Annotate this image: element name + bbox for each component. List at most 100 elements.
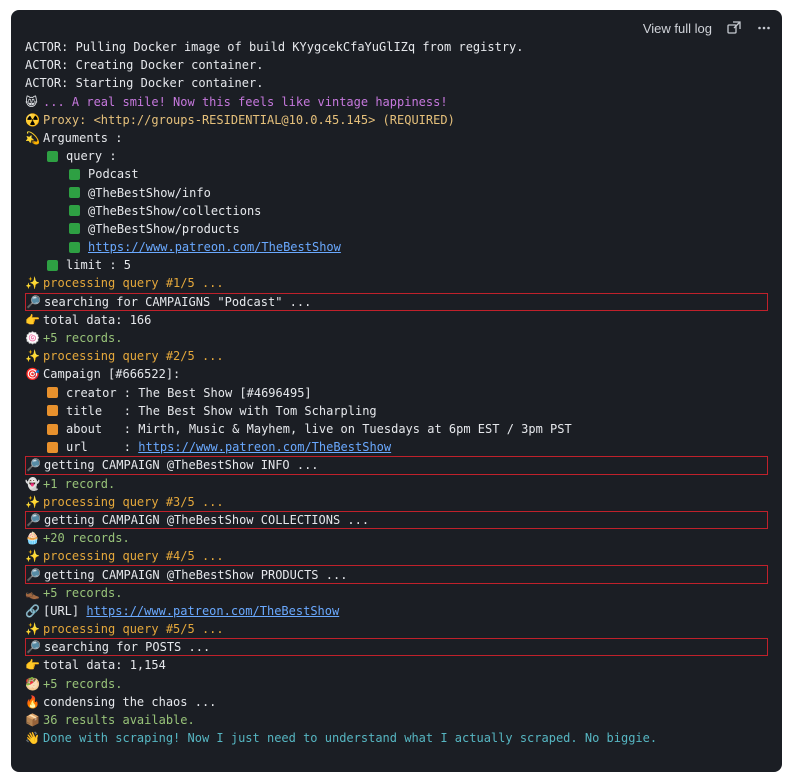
green-square-icon (69, 205, 80, 217)
log-line: 👞+5 records. (25, 584, 768, 602)
log-text: Campaign [#666522]: (43, 367, 181, 382)
log-emoji-icon: 🔎 (26, 567, 41, 582)
log-text: ... A real smile! Now this feels like vi… (43, 94, 448, 109)
log-text: ACTOR: Creating Docker container. (25, 58, 264, 73)
log-line: ☢️Proxy: <http://groups-RESIDENTIAL@10.0… (25, 111, 768, 129)
log-line: ✨processing query #1/5 ... (25, 274, 768, 292)
log-text: Done with scraping! Now I just need to u… (43, 731, 658, 746)
expand-icon[interactable] (726, 20, 742, 36)
log-text: +20 records. (43, 531, 130, 546)
orange-square-icon (47, 387, 58, 399)
log-line: 👉total data: 166 (25, 311, 768, 329)
log-text: ACTOR: Starting Docker container. (25, 76, 264, 91)
log-line: @TheBestShow/info (25, 184, 768, 202)
log-line: ACTOR: Creating Docker container. (25, 56, 768, 74)
log-line: 📦36 results available. (25, 711, 768, 729)
log-line: url : https://www.patreon.com/TheBestSho… (25, 438, 768, 456)
log-emoji-icon: 👉 (25, 658, 40, 673)
log-line: Podcast (25, 165, 768, 183)
highlighted-log-line: 🔎getting CAMPAIGN @TheBestShow INFO ... (25, 456, 768, 475)
log-emoji-icon: 🍥 (25, 331, 40, 345)
log-line: 🎯Campaign [#666522]: (25, 365, 768, 383)
log-text: getting CAMPAIGN @TheBestShow COLLECTION… (44, 512, 370, 527)
log-emoji-icon: ✨ (25, 622, 40, 636)
log-emoji-icon: 👉 (25, 312, 40, 327)
log-text: +5 records. (43, 676, 123, 691)
log-line: https://www.patreon.com/TheBestShow (25, 238, 768, 256)
log-text: Arguments : (43, 130, 123, 145)
log-emoji-icon: ✨ (25, 494, 40, 509)
log-text: about : Mirth, Music & Mayhem, live on T… (66, 421, 572, 436)
log-emoji-icon: 👞 (25, 585, 40, 600)
log-output: ACTOR: Pulling Docker image of build KYy… (25, 38, 768, 747)
green-square-icon (69, 241, 80, 253)
log-emoji-icon: 🔎 (26, 458, 41, 473)
log-text: searching for CAMPAIGNS "Podcast" ... (44, 294, 312, 309)
log-text: processing query #5/5 ... (43, 622, 224, 636)
log-emoji-icon: 🧁 (25, 531, 40, 546)
log-line: 👻+1 record. (25, 475, 768, 493)
log-emoji-icon: 🔥 (25, 694, 40, 709)
log-link[interactable]: https://www.patreon.com/TheBestShow (88, 240, 341, 255)
highlighted-log-line: 🔎getting CAMPAIGN @TheBestShow PRODUCTS … (25, 565, 768, 584)
log-line: 🍥+5 records. (25, 329, 768, 347)
log-text: @TheBestShow/collections (88, 203, 262, 218)
log-text: getting CAMPAIGN @TheBestShow INFO ... (44, 458, 319, 473)
log-link[interactable]: https://www.patreon.com/TheBestShow (138, 440, 392, 455)
log-text: Proxy: <http://groups-RESIDENTIAL@10.0.4… (43, 112, 455, 127)
log-line: ✨processing query #2/5 ... (25, 347, 768, 365)
green-square-icon (69, 187, 80, 199)
log-line: 🧁+20 records. (25, 529, 768, 547)
log-text: getting CAMPAIGN @TheBestShow PRODUCTS .… (44, 567, 348, 582)
log-emoji-icon: ✨ (25, 349, 40, 364)
log-text: creator : The Best Show [#4696495] (66, 385, 312, 400)
log-line: title : The Best Show with Tom Scharplin… (25, 402, 768, 420)
log-text: +1 record. (43, 476, 116, 491)
log-line: ACTOR: Starting Docker container. (25, 74, 768, 92)
log-emoji-icon: 📦 (25, 712, 40, 727)
log-line: 🔥condensing the chaos ... (25, 693, 768, 711)
log-text: Podcast (88, 167, 139, 182)
log-text: total data: 1,154 (43, 658, 166, 673)
green-square-icon (69, 168, 80, 180)
green-square-icon (47, 150, 58, 162)
log-text: limit : 5 (66, 258, 132, 273)
log-line: query : (25, 147, 768, 165)
log-text: +5 records. (43, 585, 123, 600)
log-emoji-icon: 🔎 (26, 294, 41, 309)
log-emoji-icon: ✨ (25, 549, 40, 564)
log-text: query : (66, 149, 117, 164)
view-full-log-button[interactable]: View full log (642, 20, 712, 36)
log-line: creator : The Best Show [#4696495] (25, 384, 768, 402)
log-emoji-icon: ☢️ (25, 112, 40, 127)
log-text: processing query #2/5 ... (43, 349, 224, 364)
log-line: 💫Arguments : (25, 129, 768, 147)
more-icon[interactable] (756, 20, 772, 36)
log-line: 🔗[URL] https://www.patreon.com/TheBestSh… (25, 602, 768, 620)
log-emoji-icon: 🥙 (25, 676, 40, 691)
log-line: ACTOR: Pulling Docker image of build KYy… (25, 38, 768, 56)
green-square-icon (69, 223, 80, 235)
log-line: ✨processing query #3/5 ... (25, 493, 768, 511)
orange-square-icon (47, 423, 58, 435)
log-panel: View full log ACTOR: Pulling Docker imag… (11, 10, 782, 772)
log-link[interactable]: https://www.patreon.com/TheBestShow (86, 603, 340, 618)
log-line: 🥙+5 records. (25, 675, 768, 693)
log-toolbar: View full log (643, 16, 772, 40)
log-emoji-icon: ✨ (25, 276, 40, 291)
log-text: processing query #3/5 ... (43, 494, 224, 509)
log-line: ✨processing query #4/5 ... (25, 547, 768, 565)
log-emoji-icon: 😸 (25, 94, 38, 109)
log-emoji-icon: 🔎 (26, 512, 41, 527)
log-line: about : Mirth, Music & Mayhem, live on T… (25, 420, 768, 438)
log-emoji-icon: 🔗 (25, 603, 40, 618)
log-text: [URL] (43, 603, 87, 618)
log-text: title : The Best Show with Tom Scharplin… (66, 403, 377, 418)
log-line: 😸 ... A real smile! Now this feels like v… (25, 93, 768, 111)
log-line: ✨processing query #5/5 ... (25, 620, 768, 638)
log-text: url : (66, 440, 139, 455)
log-line: limit : 5 (25, 256, 768, 274)
log-text: total data: 166 (43, 312, 152, 327)
log-text: processing query #1/5 ... (43, 276, 224, 291)
log-emoji-icon: 🔎 (26, 640, 41, 655)
